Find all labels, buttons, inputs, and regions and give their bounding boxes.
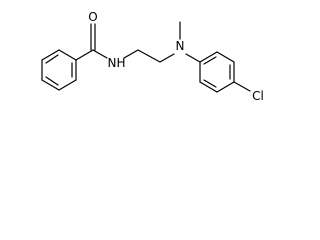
bond-ring1-inner-3: [45, 54, 59, 64]
ethylene-linker: [123, 49, 175, 63]
bond-ch2-to-n: [159, 53, 175, 63]
bond-ring1-d: [41, 79, 60, 91]
bond-ring2-e: [199, 81, 218, 93]
atom-chlorine: Cl: [252, 89, 264, 103]
molecule-drawing: O N H N Cl: [41, 10, 264, 103]
bond-n-to-aryl: [185, 53, 201, 63]
bond-carbonyl-to-nh: [92, 49, 108, 59]
carbonyl-group: [75, 23, 108, 61]
atom-amide-nitrogen: N: [108, 56, 117, 70]
bond-ring-to-cl: [233, 81, 251, 92]
bond-ring1-c: [58, 79, 77, 91]
bond-ring2-d: [216, 81, 235, 93]
atom-amide-hydrogen: H: [116, 56, 125, 70]
structure-diagram: O N H N Cl: [0, 0, 292, 113]
atom-oxygen: O: [88, 10, 97, 24]
bond-ring1-f: [41, 49, 60, 61]
bond-ring1-a: [58, 49, 77, 61]
bond-ring2-inner-1: [203, 56, 217, 65]
bond-ring2-a: [199, 51, 218, 63]
benzoyl-ring: [41, 49, 77, 91]
bond-ring2-b: [216, 51, 235, 63]
bond-ring2-inner-3: [203, 79, 217, 88]
chlorophenyl-ring: [199, 51, 235, 93]
atom-amine-nitrogen: N: [176, 39, 185, 53]
bond-nh-to-ch2: [123, 49, 139, 59]
bond-ring-to-carbonyl: [75, 49, 94, 61]
bond-ch2-ch2: [137, 49, 161, 63]
bond-ring1-inner-2: [45, 76, 59, 86]
